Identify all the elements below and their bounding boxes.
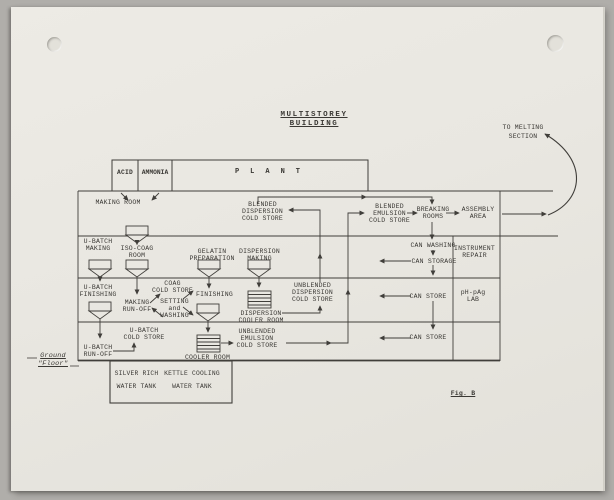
funnel-icon [195,303,221,333]
punch-hole-right-icon [547,35,564,52]
cooler-room-icon [247,290,272,309]
label-blended-emulsion-cold-store: BLENDED EMULSION COLD STORE [368,203,410,224]
label-blended-dispersion-cold-store: BLENDED DISPERSION COLD STORE [241,201,283,222]
label-coag-cold-store: COAG COLD STORE [152,280,194,294]
paper-sheet [11,7,603,491]
label-silver-rich-water-tank: SILVER RICH WATER TANK [114,370,159,390]
label-can-store-middle: CAN STORE [409,293,447,300]
label-acid: ACID [117,169,133,176]
funnel-icons [87,225,272,339]
label-u-batch-run-off: U-BATCH RUN-OFF [83,344,113,358]
label-can-washing: CAN WASHING [410,242,456,249]
cooler-room-icons [196,290,272,353]
label-dispersion-making: DISPERSION MAKING [238,248,280,262]
label-to-melting-section: TO MELTING SECTION [502,124,544,140]
figure-label: Fig. B [450,390,476,397]
melting-section-curve-arrow [544,133,578,216]
label-u-batch-making: U-BATCH MAKING [83,238,113,252]
page-title: MULTISTOREY BUILDING [280,111,348,128]
flow-arrows [113,192,547,352]
water-tank-box [109,360,233,404]
label-ammonia: AMMONIA [141,169,169,176]
label-u-batch-cold-store: U-BATCH COLD STORE [123,327,165,341]
funnel-icon [87,301,113,339]
label-instrument-repair: INSTRUMENT REPAIR [453,245,495,259]
label-gelatin-preparation: GELATIN PREPARATION [189,248,235,262]
label-can-store-ground: CAN STORE [409,334,447,341]
label-cooler-room: COOLER ROOM [184,354,231,361]
label-u-batch-finishing: U-BATCH FINISHING [79,284,117,298]
label-making-run-off: MAKING RUN-OFF [122,299,152,313]
plant-box [111,159,369,192]
funnel-icon [124,225,150,246]
funnel-icon [196,259,222,289]
label-unblended-emulsion-cold-store: UNBLENDED EMULSION COLD STORE [236,328,278,349]
funnel-icon [87,259,113,282]
label-can-storage: CAN STORAGE [411,258,457,265]
punch-hole-left-icon [47,37,62,52]
building-structure [77,190,558,362]
ground-floor-ticks [27,357,79,367]
funnel-icon [246,259,272,288]
label-plant: PLANT [234,168,311,176]
label-ph-pag-lab: pH-pAg LAB [460,289,486,303]
label-finishing: FINISHING [196,291,233,298]
label-iso-coag-room: ISO-COAG ROOM [120,245,154,259]
cooler-room-icon [196,334,221,353]
label-unblended-dispersion-cold-store: UNBLENDED DISPERSION COLD STORE [291,282,333,303]
label-making-room: MAKING ROOM [95,199,141,206]
label-breaking-rooms: BREAKING ROOMS [416,206,450,220]
label-setting-and-washing: SETTING and WASHING [160,298,189,319]
funnel-icon [124,259,150,295]
process-cycle-arrows [149,290,194,318]
label-assembly-area: ASSEMBLY AREA [461,206,495,220]
label-dispersion-cooler-room: DISPERSION COOLER ROOM [238,310,284,324]
label-ground-floor: Ground "Floor" [38,352,68,368]
label-kettle-cooling-water-tank: KETTLE COOLING WATER TANK [164,370,220,390]
